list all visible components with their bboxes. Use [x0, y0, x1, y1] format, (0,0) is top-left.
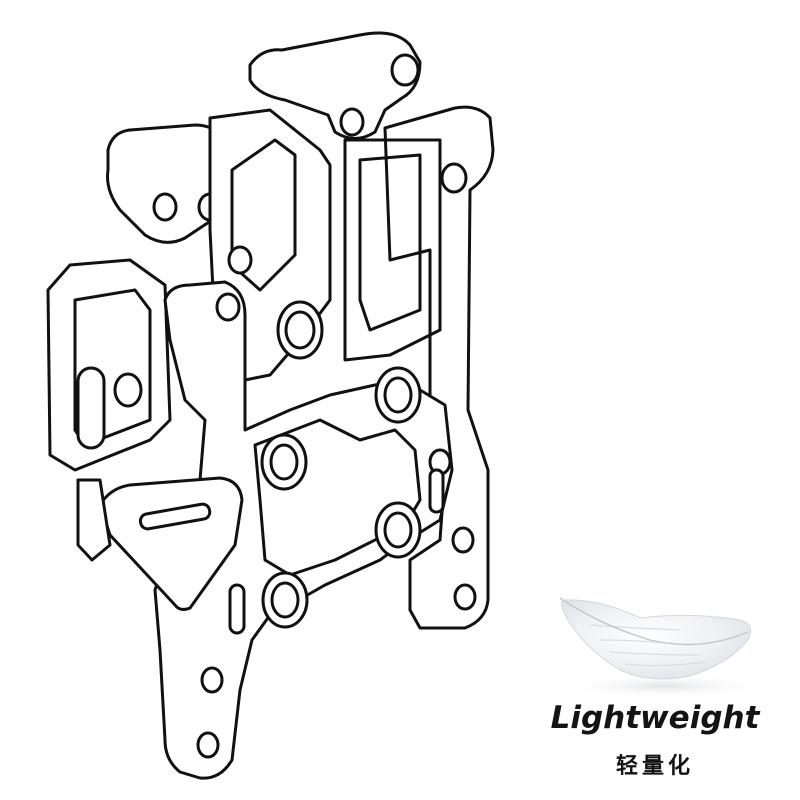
- caption-title: Lightweight: [550, 700, 760, 736]
- feather-barbs: [589, 624, 706, 667]
- left-block-outline: [46, 258, 172, 472]
- back-frame-outline: [383, 105, 495, 630]
- feather-icon: [559, 597, 770, 698]
- feather-shadow: [560, 674, 770, 698]
- caption-subtitle: 轻量化: [615, 754, 694, 779]
- feather-quill: [559, 597, 749, 646]
- bulkhead-part-drawing: [46, 31, 495, 780]
- top-link-outline: [248, 31, 422, 140]
- feather-vane: [561, 599, 752, 680]
